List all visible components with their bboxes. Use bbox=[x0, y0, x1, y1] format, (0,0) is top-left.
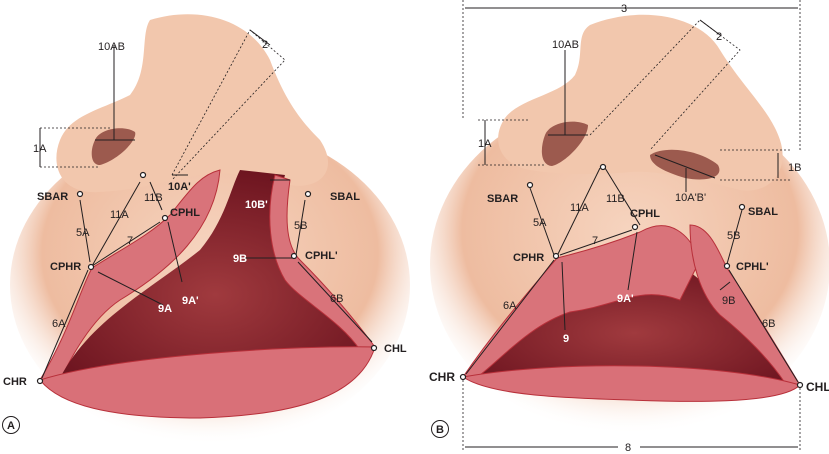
label-cphr: CPHR bbox=[50, 261, 81, 273]
label-11a: 11A bbox=[110, 209, 129, 221]
label-1a: 1A bbox=[478, 138, 492, 150]
label-9a-prime: 9A' bbox=[182, 295, 199, 307]
label-chl: CHL bbox=[384, 343, 407, 355]
label-6b: 6B bbox=[330, 293, 343, 305]
label-11a: 11A bbox=[570, 202, 589, 214]
label-5a: 5A bbox=[76, 227, 90, 239]
label-8: 8 bbox=[625, 442, 631, 454]
panel-b: 3 10AB 2 1A 1B SBAR 10A'B' 11A 11B CPHL … bbox=[429, 0, 829, 454]
label-5a: 5A bbox=[533, 217, 547, 229]
nostril-left bbox=[650, 149, 720, 180]
label-cphl-prime: CPHL' bbox=[736, 261, 769, 273]
upper-lip-left-segment bbox=[39, 169, 221, 381]
label-6b: 6B bbox=[762, 318, 775, 330]
label-2: 2 bbox=[716, 31, 722, 43]
landmark-points bbox=[459, 163, 804, 389]
lower-lip bbox=[461, 365, 801, 402]
nostril-right bbox=[541, 121, 588, 166]
label-cphl-prime: CPHL' bbox=[305, 250, 338, 262]
lower-lip bbox=[39, 346, 376, 419]
label-1a: 1A bbox=[33, 143, 47, 155]
label-10a-prime: 10A' bbox=[168, 181, 191, 193]
label-9: 9 bbox=[563, 333, 569, 345]
label-sbar: SBAR bbox=[487, 193, 518, 205]
label-5b: 5B bbox=[727, 230, 740, 242]
label-10b-prime: 10B' bbox=[245, 199, 268, 211]
panel-b-badge: B bbox=[431, 420, 449, 438]
label-chr: CHR bbox=[3, 376, 27, 388]
label-11b: 11B bbox=[144, 192, 163, 204]
label-1b: 1B bbox=[788, 162, 801, 174]
label-10ab: 10AB bbox=[552, 39, 579, 51]
label-sbal: SBAL bbox=[748, 206, 778, 218]
mouth-interior bbox=[60, 170, 370, 378]
label-10ab: 10AB bbox=[98, 41, 125, 53]
label-6a: 6A bbox=[503, 300, 517, 312]
label-9a: 9A bbox=[158, 303, 172, 315]
mouth-interior bbox=[470, 258, 798, 383]
label-chr: CHR bbox=[429, 370, 455, 384]
label-5b: 5B bbox=[294, 220, 307, 232]
panel-a-badge: A bbox=[2, 416, 20, 434]
label-sbar: SBAR bbox=[37, 191, 68, 203]
label-11b: 11B bbox=[606, 193, 625, 205]
label-2: 2 bbox=[262, 39, 268, 51]
label-6a: 6A bbox=[52, 318, 66, 330]
label-chl: CHL bbox=[806, 380, 829, 394]
label-3: 3 bbox=[621, 3, 627, 15]
label-10ab-prime: 10A'B' bbox=[675, 192, 706, 204]
label-cphl: CPHL bbox=[630, 208, 660, 220]
label-7: 7 bbox=[127, 235, 133, 247]
label-cphl: CPHL bbox=[170, 207, 200, 219]
label-9b: 9B bbox=[722, 295, 735, 307]
landmark-points bbox=[36, 171, 378, 385]
label-9a-prime: 9A' bbox=[617, 293, 634, 305]
label-9b: 9B bbox=[233, 253, 247, 265]
svg-text:B: B bbox=[436, 424, 444, 436]
panel-a: 10AB 2 1A 10A' 10B' SBAR SBAL 11A 11B CP… bbox=[2, 14, 410, 445]
label-7: 7 bbox=[592, 235, 598, 247]
nose bbox=[498, 14, 783, 191]
nostril-right bbox=[91, 128, 136, 165]
svg-text:A: A bbox=[7, 420, 15, 432]
label-sbal: SBAL bbox=[330, 191, 360, 203]
label-cphr: CPHR bbox=[513, 252, 544, 264]
